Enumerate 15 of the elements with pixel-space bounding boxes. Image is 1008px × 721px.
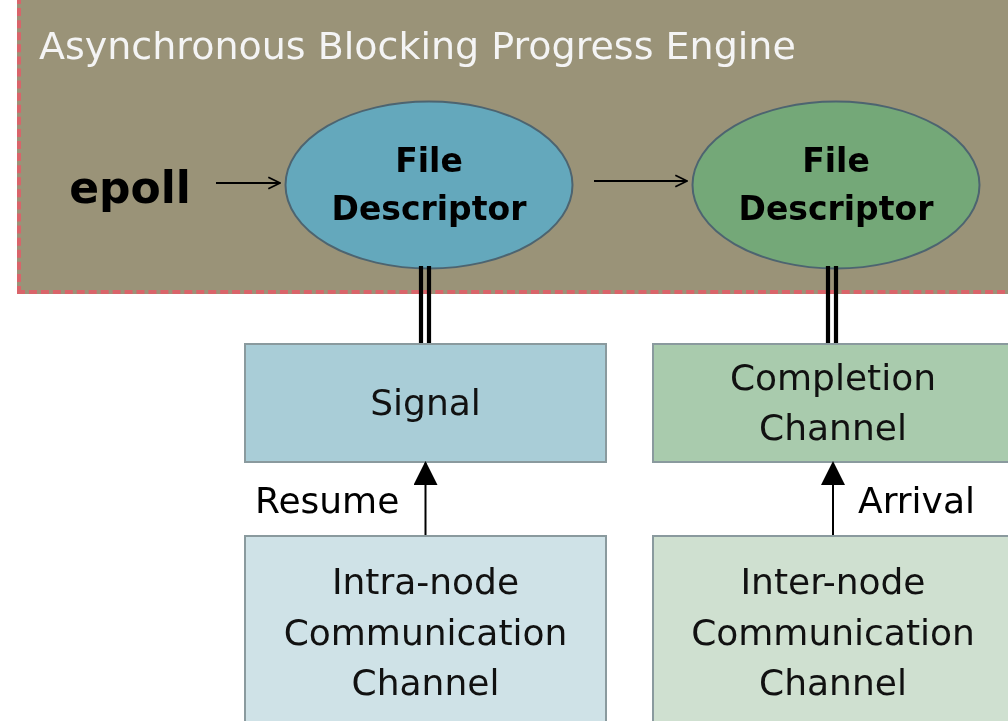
label-text: epoll <box>64 159 196 215</box>
process-box <box>244 343 607 463</box>
node-label: Intra-node Communication Channel <box>282 560 569 706</box>
process-box <box>652 535 1008 721</box>
dashed-region <box>17 0 1008 294</box>
ellipse-node <box>691 100 981 270</box>
ellipse-node <box>284 100 574 270</box>
node-label: File Descriptor <box>737 140 935 230</box>
node-label: Inter-node Communication Channel <box>690 560 976 706</box>
region-title: Asynchronous Blocking Progress Engine <box>39 24 796 70</box>
node-label: File Descriptor <box>330 140 528 230</box>
process-box <box>244 535 607 721</box>
node-label: Completion Channel <box>728 355 938 450</box>
process-box <box>652 343 1008 463</box>
node-label: Signal <box>369 380 482 425</box>
